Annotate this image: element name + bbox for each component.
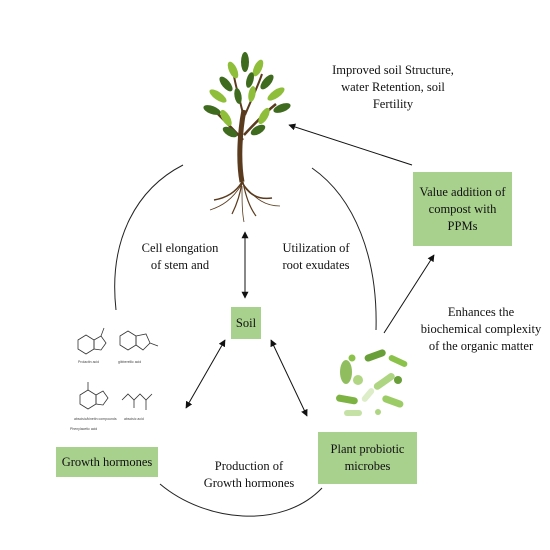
- cell-elongation-note: Cell elongation of stem and: [130, 240, 230, 274]
- molecule-label-1: Prolactin acid: [78, 360, 99, 364]
- growth-hormones-box: Growth hormones: [56, 447, 158, 477]
- soil-box: Soil: [231, 307, 261, 339]
- top-note-line-2: water Retention, soil: [341, 80, 445, 94]
- cycle-arc-left: [114, 164, 184, 311]
- value-box-line-2: compost with: [428, 201, 497, 216]
- right-note-line-1: Enhances the: [447, 305, 515, 319]
- value-addition-box: Value addition of compost with PPMs: [413, 172, 512, 246]
- bottom-note-line-2: Growth hormones: [203, 476, 295, 490]
- production-note: Production of Growth hormones: [196, 458, 302, 492]
- top-note-line-1: Improved soil Structure,: [332, 63, 454, 77]
- bacteria-microbes-icon: [336, 349, 408, 416]
- biochemical-complexity-note: Enhances the biochemical complexity of t…: [406, 304, 550, 355]
- top-note-line-3: Fertility: [372, 97, 414, 111]
- arrow-soil-microbes: [270, 339, 308, 417]
- microbe-box-line-1: Plant probiotic: [330, 442, 405, 456]
- bottom-note-line-1: Production of: [214, 459, 284, 473]
- left-note-line-1: Cell elongation: [141, 241, 219, 255]
- mid-note-line-2: root exudates: [282, 258, 350, 272]
- hormone-molecule-structures-icon: [77, 327, 159, 410]
- value-box-line-3: PPMs: [447, 218, 478, 233]
- soil-label: Soil: [235, 315, 257, 330]
- microbe-box-line-2: microbes: [344, 459, 391, 473]
- top-note: Improved soil Structure, water Retention…: [318, 62, 468, 113]
- root-exudates-note: Utilization of root exudates: [264, 240, 368, 274]
- left-note-line-2: of stem and: [150, 258, 210, 272]
- molecule-label-4: abscisic acid: [124, 417, 144, 421]
- right-note-line-3: of the organic matter: [428, 339, 534, 353]
- mid-note-line-1: Utilization of: [282, 241, 350, 255]
- arrow-microbes-value: [383, 254, 435, 334]
- value-box-line-1: Value addition of: [419, 184, 506, 199]
- cycle-arc-bottom: [159, 483, 323, 517]
- growth-hormones-label: Growth hormones: [61, 454, 153, 469]
- molecule-label-2: gibberellic acid: [118, 360, 141, 364]
- tree-with-roots-icon: [203, 52, 291, 223]
- molecule-label-5: Phenylacetic acid: [70, 427, 97, 431]
- cycle-arc-right: [311, 167, 377, 331]
- right-note-line-2: biochemical complexity: [420, 322, 542, 336]
- arrow-soil-hormones: [185, 339, 226, 409]
- arrow-value-tree: [288, 123, 413, 166]
- plant-probiotic-microbes-box: Plant probiotic microbes: [318, 432, 417, 484]
- molecule-label-3: abscisic/kinetin compounds: [74, 417, 117, 421]
